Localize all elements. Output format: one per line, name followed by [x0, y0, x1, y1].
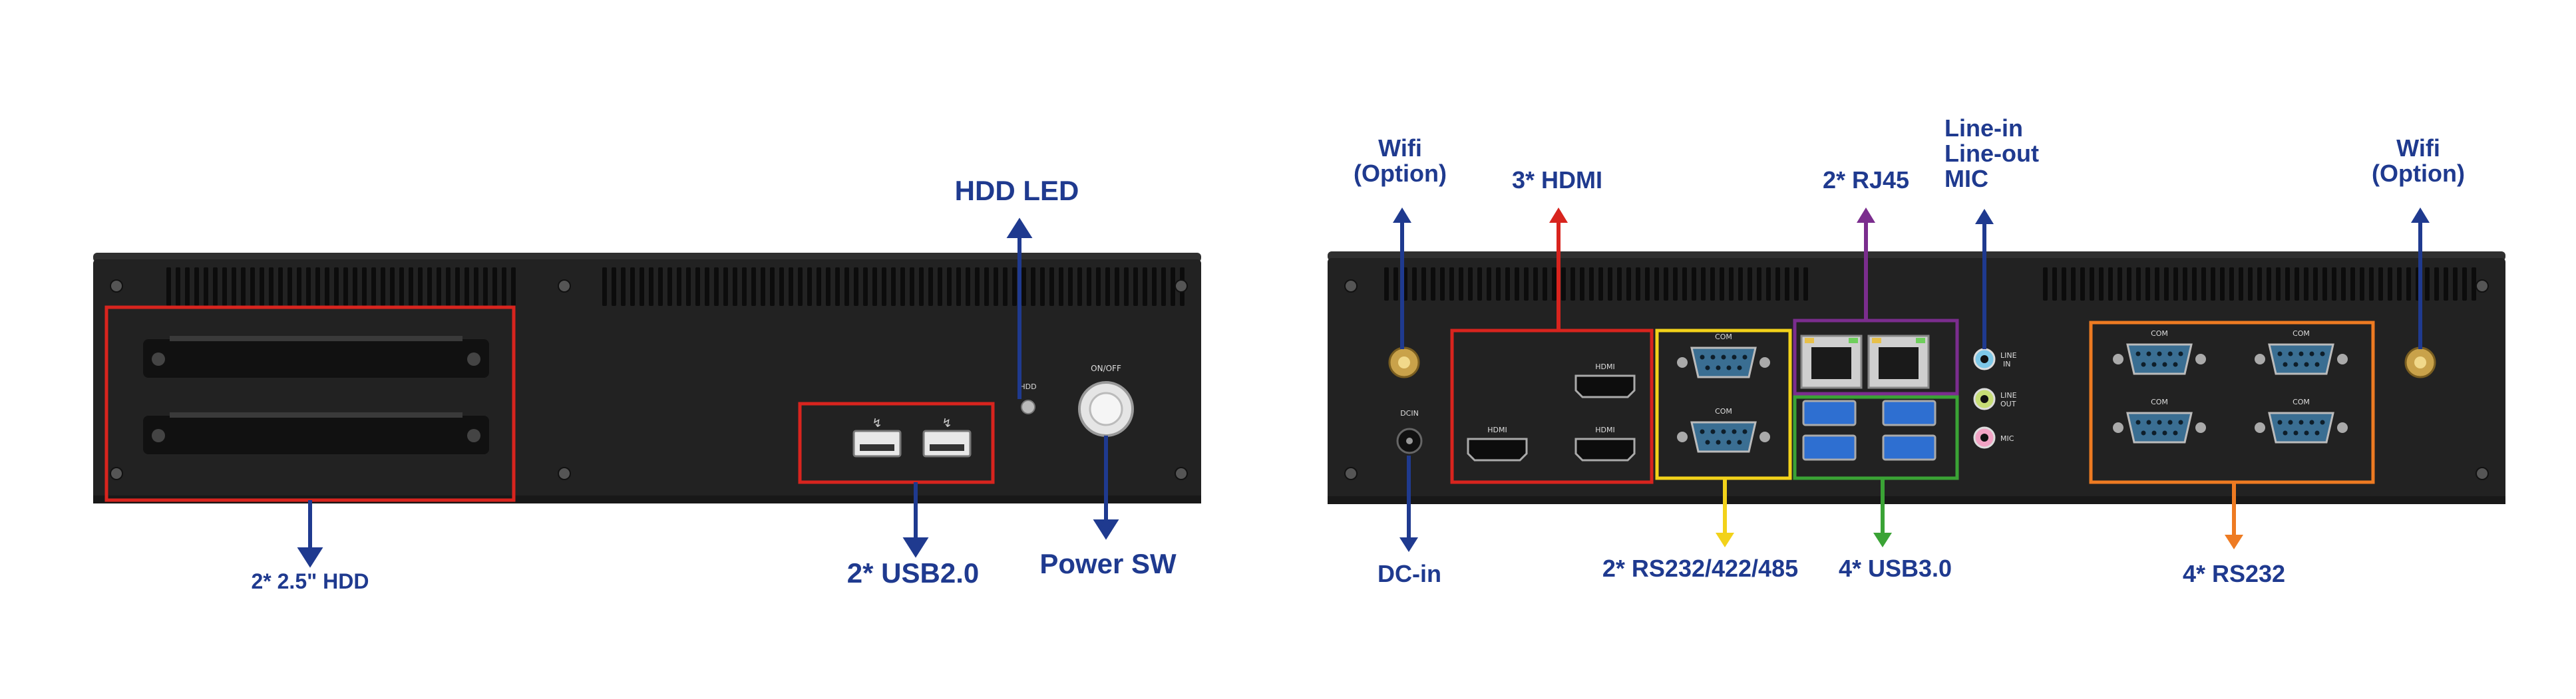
mic-silk: MIC	[2000, 434, 2014, 443]
hdd-bay-icon	[143, 336, 489, 378]
label-audio: Line-in Line-out MIC	[1944, 116, 2039, 191]
arrow-down-icon	[1399, 537, 1418, 552]
label-wifi-right: Wifi (Option)	[2372, 136, 2465, 186]
label-power-switch: Power SW	[1039, 548, 1177, 579]
label-audio-line1: Line-in	[1944, 114, 2023, 142]
hdmi-port-icon	[1467, 438, 1528, 462]
screw-icon	[2476, 467, 2489, 480]
serial-port-icon	[2113, 412, 2206, 444]
dc-jack-icon	[1396, 428, 1423, 454]
label-rs232-422-485: 2* RS232/422/485	[1602, 555, 1799, 582]
usb2-port-icon	[922, 430, 972, 458]
arrow-down-icon	[902, 537, 929, 558]
screw-icon	[1175, 467, 1188, 480]
usb3-port-icon	[1802, 400, 1857, 426]
screw-icon	[110, 279, 123, 293]
screw-icon	[2476, 279, 2489, 293]
hdd-led-icon	[1021, 400, 1035, 414]
usb-symbol-icon: ↯	[942, 416, 952, 430]
label-audio-line3: MIC	[1944, 164, 1988, 192]
hdmi-port-icon	[1574, 438, 1636, 462]
screw-icon	[1175, 279, 1188, 293]
wifi-antenna-connector-icon	[1388, 347, 1420, 378]
com-silk: COM	[2293, 329, 2310, 338]
label-wifi-right-line2: (Option)	[2372, 159, 2465, 187]
arrow-up-icon	[1393, 208, 1411, 223]
com-silk: COM	[1715, 407, 1732, 416]
hdd-bay-icon	[143, 412, 489, 454]
rear-vent-left	[1384, 267, 1808, 301]
hdmi-port-icon	[1574, 374, 1636, 398]
arrow-up-icon	[1857, 208, 1875, 223]
serial-port-icon	[1677, 347, 1770, 378]
arrow-down-icon	[1093, 519, 1119, 540]
usb-symbol-icon: ↯	[872, 416, 882, 430]
label-rs232: 4* RS232	[2182, 560, 2286, 587]
screw-icon	[558, 467, 571, 480]
dcin-silk: DCIN	[1400, 409, 1419, 418]
line-in-silk-1: LINE	[2000, 351, 2017, 360]
serial-port-icon	[2113, 343, 2206, 375]
front-vent-left	[166, 267, 516, 306]
arrow-down-icon	[1716, 533, 1734, 547]
serial-port-icon	[2255, 343, 2348, 375]
usb3-port-icon	[1802, 434, 1857, 461]
label-hdd-led: HDD LED	[954, 175, 1079, 206]
serial-port-icon	[1677, 421, 1770, 453]
rj45-port-icon	[1800, 335, 1863, 389]
usb3-port-icon	[1882, 434, 1936, 461]
label-usb2: 2* USB2.0	[846, 557, 980, 589]
screw-icon	[558, 279, 571, 293]
arrow-up-icon	[1975, 209, 1994, 224]
label-hdd-bays: 2* 2.5" HDD	[251, 569, 369, 593]
arrow-up-icon	[1549, 208, 1568, 223]
front-vent-right	[602, 267, 1185, 306]
rj45-highlight-box	[1793, 319, 1959, 396]
screw-icon	[1344, 279, 1358, 293]
hdmi-silk: HDMI	[1487, 426, 1507, 434]
rj45-port-icon	[1867, 335, 1930, 389]
arrow-down-icon	[1873, 533, 1892, 547]
line-out-silk-2: OUT	[2000, 400, 2016, 408]
label-wifi-left: Wifi (Option)	[1354, 136, 1447, 186]
line-out-silk-1: LINE	[2000, 391, 2017, 400]
line-in-silk-2: IN	[2003, 360, 2010, 368]
usb3-highlight-box	[1793, 395, 1959, 480]
usb2-port-icon	[852, 430, 902, 458]
hdmi-silk: HDMI	[1595, 362, 1614, 371]
label-wifi-left-line2: (Option)	[1354, 159, 1447, 187]
arrow-down-icon	[297, 547, 323, 568]
serial-port-icon	[2255, 412, 2348, 444]
usb3-port-icon	[1882, 400, 1936, 426]
com-silk: COM	[1715, 333, 1732, 341]
usb2-highlight-box	[798, 402, 995, 484]
arrow-up-icon	[2411, 208, 2430, 223]
wifi-antenna-connector-icon	[2404, 347, 2436, 378]
label-hdmi: 3* HDMI	[1511, 166, 1603, 194]
screw-icon	[110, 467, 123, 480]
hdd-led-silk: HDD	[1019, 382, 1036, 391]
label-usb3: 4* USB3.0	[1838, 555, 1952, 582]
com-silk: COM	[2293, 398, 2310, 406]
hdmi-silk: HDMI	[1595, 426, 1614, 434]
label-wifi-right-line1: Wifi	[2396, 134, 2440, 162]
arrow-up-icon	[1006, 217, 1033, 238]
label-rj45: 2* RJ45	[1822, 166, 1910, 194]
power-switch-silk: ON/OFF	[1091, 364, 1121, 373]
label-wifi-left-line1: Wifi	[1378, 134, 1422, 162]
rear-chassis-bottom-edge	[1328, 496, 2505, 504]
hdmi-highlight-box	[1450, 329, 1654, 484]
arrow-down-icon	[2225, 535, 2243, 549]
screw-icon	[1344, 467, 1358, 480]
com-silk: COM	[2151, 398, 2168, 406]
rear-vent-right	[2043, 267, 2476, 301]
label-dc-in: DC-in	[1378, 560, 1441, 587]
label-audio-line2: Line-out	[1944, 139, 2039, 167]
com-silk: COM	[2151, 329, 2168, 338]
